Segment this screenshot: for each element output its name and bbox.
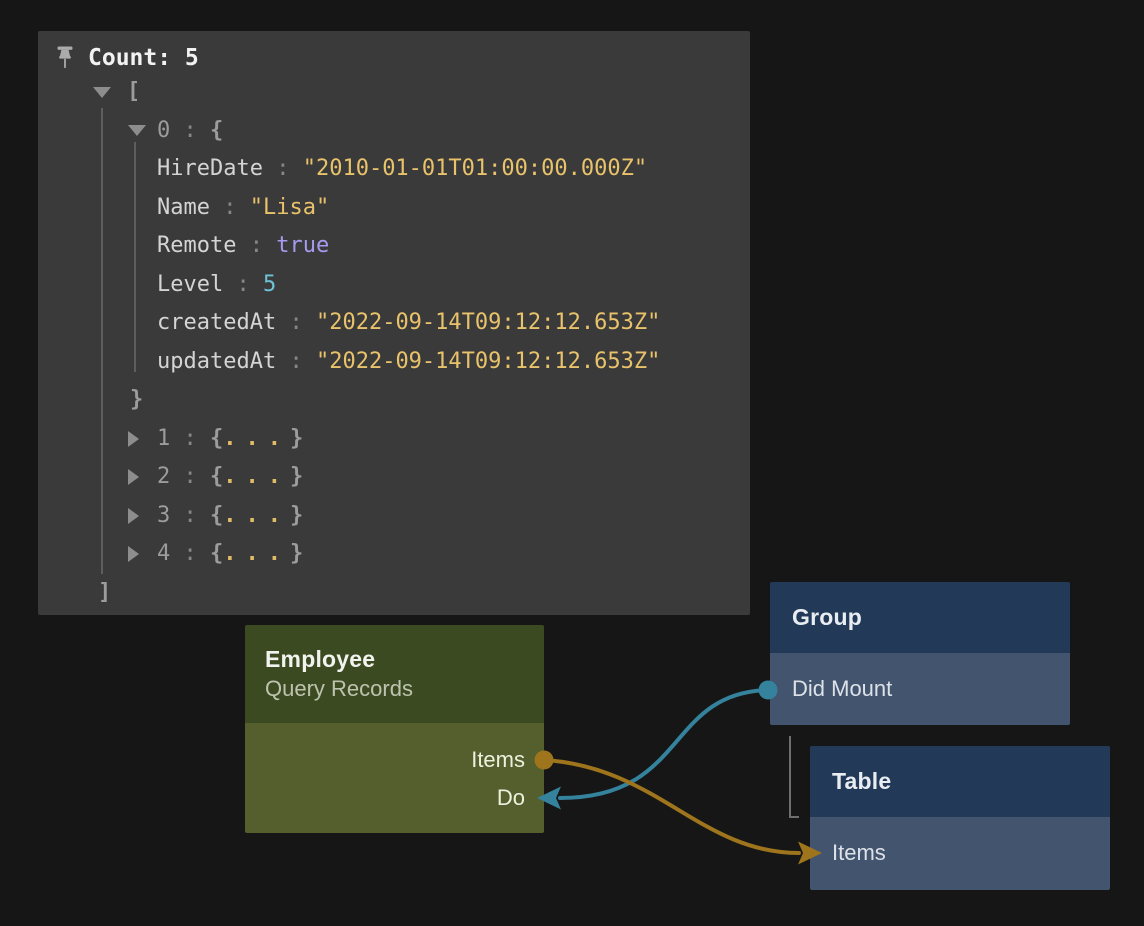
json-sep: : <box>170 112 210 151</box>
json-blk: } <box>290 420 303 459</box>
json-blk: ] <box>98 574 111 613</box>
json-blk: [ <box>127 73 140 112</box>
port-employee-do[interactable]: Do <box>497 783 525 813</box>
tree-row-12[interactable]: 4 : {...} <box>38 535 750 574</box>
expand-triangle-icon[interactable] <box>128 420 157 459</box>
json-key: HireDate <box>157 150 263 189</box>
json-blk: } <box>130 381 143 420</box>
json-blk: { <box>210 497 223 536</box>
node-group-title: Group <box>792 603 1070 632</box>
json-idx: 1 <box>157 420 170 459</box>
tree-row-1[interactable]: 0 : { <box>38 112 750 151</box>
node-employee-subtitle: Query Records <box>265 674 544 703</box>
node-group-body: Did Mount <box>770 653 1070 725</box>
tree-row-13[interactable]: ] <box>38 574 750 613</box>
json-key: updatedAt <box>157 343 276 382</box>
inspector-header: Count: 5 <box>57 44 199 72</box>
node-table-title: Table <box>832 767 1110 796</box>
tree-row-5[interactable]: Level : 5 <box>38 266 750 305</box>
expand-triangle-icon[interactable] <box>128 535 157 574</box>
json-sep: : <box>170 535 210 574</box>
tree-row-7[interactable]: updatedAt : "2022-09-14T09:12:12.653Z" <box>38 343 750 382</box>
node-employee-header: Employee Query Records <box>245 625 544 723</box>
node-table[interactable]: Table Items <box>810 746 1110 890</box>
inspector-title: Count: 5 <box>88 45 199 71</box>
wire-didmount-to-do[interactable] <box>560 690 768 798</box>
json-dots: ... <box>223 420 290 459</box>
json-sep: : <box>276 343 316 382</box>
json-blk: } <box>290 535 303 574</box>
inspector-tree: [0 : {HireDate : "2010-01-01T01:00:00.00… <box>38 73 750 612</box>
json-sep: : <box>170 458 210 497</box>
tree-row-11[interactable]: 3 : {...} <box>38 497 750 536</box>
json-blk: { <box>210 420 223 459</box>
tree-row-4[interactable]: Remote : true <box>38 227 750 266</box>
json-str: "2022-09-14T09:12:12.653Z" <box>316 343 660 382</box>
json-idx: 2 <box>157 458 170 497</box>
json-key: Level <box>157 266 223 305</box>
tree-row-8[interactable]: } <box>38 381 750 420</box>
json-str: "2010-01-01T01:00:00.000Z" <box>303 150 647 189</box>
expand-triangle-icon[interactable] <box>128 458 157 497</box>
json-key: Name <box>157 189 210 228</box>
tree-row-9[interactable]: 1 : {...} <box>38 420 750 459</box>
json-bool: true <box>276 227 329 266</box>
pinned-value-inspector: Count: 5 [0 : {HireDate : "2010-01-01T01… <box>38 31 750 615</box>
json-str: "Lisa" <box>250 189 329 228</box>
node-table-body: Items <box>810 817 1110 890</box>
port-employee-items[interactable]: Items <box>471 745 525 775</box>
tree-row-6[interactable]: createdAt : "2022-09-14T09:12:12.653Z" <box>38 304 750 343</box>
wire-items-to-items[interactable] <box>544 760 799 853</box>
json-blk: { <box>210 535 223 574</box>
expand-triangle-icon[interactable] <box>128 497 157 536</box>
collapse-triangle-icon[interactable] <box>128 112 157 151</box>
json-sep: : <box>263 150 303 189</box>
node-employee-title: Employee <box>265 645 544 674</box>
json-dots: ... <box>223 535 290 574</box>
json-dots: ... <box>223 497 290 536</box>
json-sep: : <box>170 420 210 459</box>
collapse-triangle-icon[interactable] <box>93 73 127 112</box>
json-idx: 0 <box>157 112 170 151</box>
node-group-header: Group <box>770 582 1070 653</box>
json-blk: { <box>210 458 223 497</box>
json-idx: 4 <box>157 535 170 574</box>
json-sep: : <box>276 304 316 343</box>
json-sep: : <box>170 497 210 536</box>
tree-row-0[interactable]: [ <box>38 73 750 112</box>
json-sep: : <box>210 189 250 228</box>
json-sep: : <box>223 266 263 305</box>
node-table-header: Table <box>810 746 1110 817</box>
json-blk: { <box>210 112 223 151</box>
json-key: createdAt <box>157 304 276 343</box>
port-group-didmount[interactable]: Did Mount <box>792 674 892 704</box>
json-key: Remote <box>157 227 236 266</box>
tree-row-2[interactable]: HireDate : "2010-01-01T01:00:00.000Z" <box>38 150 750 189</box>
tree-row-3[interactable]: Name : "Lisa" <box>38 189 750 228</box>
hierarchy-connector-line <box>789 736 799 818</box>
node-employee[interactable]: Employee Query Records Items Do <box>245 625 544 833</box>
pushpin-icon[interactable] <box>57 46 73 70</box>
json-blk: } <box>290 458 303 497</box>
json-blk: } <box>290 497 303 536</box>
port-table-items[interactable]: Items <box>832 838 886 868</box>
json-sep: : <box>236 227 276 266</box>
node-employee-body: Items Do <box>245 723 544 833</box>
tree-row-10[interactable]: 2 : {...} <box>38 458 750 497</box>
json-dots: ... <box>223 458 290 497</box>
json-str: "2022-09-14T09:12:12.653Z" <box>316 304 660 343</box>
json-num: 5 <box>263 266 276 305</box>
json-idx: 3 <box>157 497 170 536</box>
node-group[interactable]: Group Did Mount <box>770 582 1070 725</box>
